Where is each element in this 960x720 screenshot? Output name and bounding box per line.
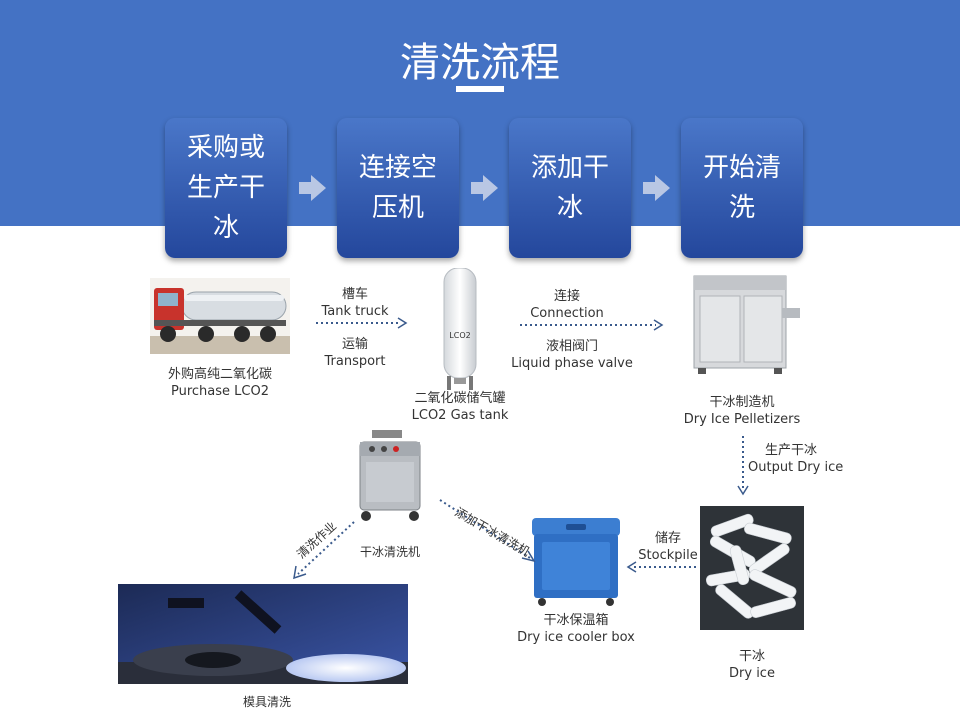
step-start-cleaning: 开始清洗: [681, 118, 803, 258]
truck-arrow-bottom-label: 运输 Transport: [300, 336, 410, 370]
tank-arrow-top-label: 连接 Connection: [512, 288, 622, 322]
stockpile-arrow-cn: 储存: [654, 531, 681, 546]
mold-label: 模具清洗: [242, 695, 291, 709]
page-title: 清洗流程: [400, 40, 560, 86]
cooler-label: 干冰保温箱 Dry ice cooler box: [512, 612, 640, 646]
stockpile-arrow-label: 储存 Stockpile: [636, 530, 700, 564]
tank-label-cn: 二氧化碳储气罐: [414, 391, 506, 406]
cooler-label-cn: 干冰保温箱: [543, 613, 609, 628]
flow-arrow-icon: [293, 521, 355, 580]
step-label: 采购或生产干冰: [186, 133, 265, 243]
truck-arrow-top-cn: 槽车: [341, 287, 368, 302]
flow-arrow-icon: [439, 499, 536, 563]
mold-cleaning-image: [118, 584, 408, 684]
dry-ice-label-cn: 干冰: [738, 649, 765, 664]
output-arrow-en: Output Dry ice: [748, 460, 844, 475]
tank-label-en: LCO2 Gas tank: [411, 408, 509, 423]
flow-arrow-icon: [626, 561, 698, 573]
tank-arrow-bottom-cn: 液相阀门: [545, 339, 598, 354]
blaster-label: 干冰清洗机: [359, 545, 420, 559]
step-arrow-icon: [471, 175, 498, 201]
truck-label-en: Purchase LCO2: [171, 384, 269, 399]
step-add-dry-ice: 添加干冰: [509, 118, 631, 258]
cooler-label-en: Dry ice cooler box: [517, 630, 635, 645]
truck-arrow-bottom-en: Transport: [324, 354, 386, 369]
tank-arrow-top-cn: 连接: [553, 289, 580, 304]
cooler-box-image: [532, 518, 620, 606]
flow-arrow-icon: [737, 436, 749, 496]
truck-arrow-top-en: Tank truck: [321, 304, 389, 319]
tank-mark: LCO2: [449, 331, 470, 340]
tank-arrow-bottom-label: 液相阀门 Liquid phase valve: [506, 338, 638, 372]
pelletizer-label: 干冰制造机 Dry Ice Pelletizers: [676, 394, 808, 428]
pelletizer-image: [693, 275, 800, 374]
step-arrow-icon: [643, 175, 670, 201]
tank-label: 二氧化碳储气罐 LCO2 Gas tank: [396, 390, 524, 424]
step-arrow-icon: [299, 175, 326, 201]
truck-label-cn: 外购高纯二氧化碳: [167, 367, 272, 382]
output-arrow-cn: 生产干冰: [764, 443, 817, 458]
title-underline: [456, 86, 504, 92]
step-label: 开始清洗: [702, 153, 781, 223]
tank-arrow-top-en: Connection: [530, 306, 604, 321]
step-purchase-dry-ice: 采购或生产干冰: [165, 118, 287, 258]
blaster-image: [359, 430, 421, 521]
tank-arrow-bottom-en: Liquid phase valve: [511, 356, 633, 371]
flow-arrow-icon: [520, 319, 664, 331]
tanker-truck-image: [150, 278, 290, 354]
truck-label: 外购高纯二氧化碳 Purchase LCO2: [150, 366, 290, 400]
step-label: 添加干冰: [530, 153, 609, 223]
pelletizer-label-cn: 干冰制造机: [709, 395, 775, 410]
stockpile-arrow-en: Stockpile: [638, 548, 698, 563]
dry-ice-label: 干冰 Dry ice: [712, 648, 792, 682]
dry-ice-image: [700, 506, 804, 630]
dry-ice-label-en: Dry ice: [729, 666, 775, 681]
output-arrow-label: 生产干冰 Output Dry ice: [748, 442, 844, 476]
truck-arrow-top-label: 槽车 Tank truck: [300, 286, 410, 320]
pelletizer-label-en: Dry Ice Pelletizers: [683, 412, 801, 427]
flow-arrow-icon: [316, 317, 408, 329]
truck-arrow-bottom-cn: 运输: [341, 337, 368, 352]
gas-tank-image: LCO2: [443, 268, 477, 390]
step-label: 连接空压机: [358, 153, 437, 223]
step-connect-compressor: 连接空压机: [337, 118, 459, 258]
